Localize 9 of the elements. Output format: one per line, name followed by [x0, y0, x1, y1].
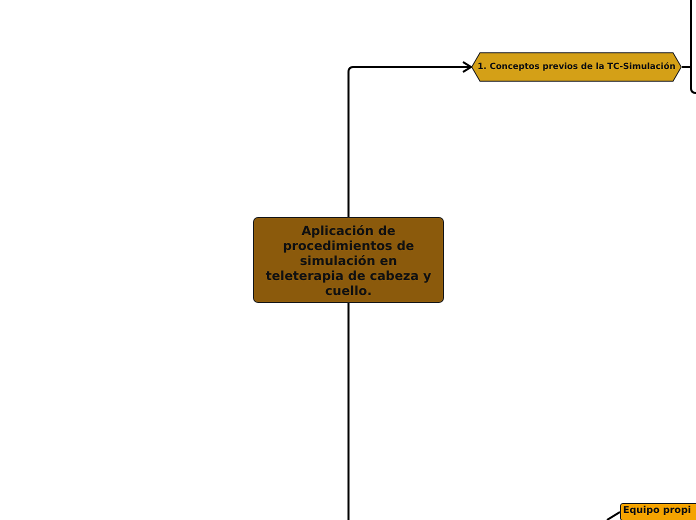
subtopic-box — [620, 503, 696, 520]
central-topic-box — [253, 217, 444, 303]
connector-line — [348, 303, 350, 520]
hexagon-topic — [471, 52, 682, 82]
subtopic-text: Equipo propi — [623, 504, 692, 517]
connector-line — [606, 511, 621, 520]
topic-text: 1. Conceptos previos de la TC-Simulación — [477, 62, 676, 72]
connector-line — [348, 61, 472, 217]
topic-text: Aplicación de procedimientos de simulación en teleterapia de cabeza y cuello. — [264, 222, 432, 298]
